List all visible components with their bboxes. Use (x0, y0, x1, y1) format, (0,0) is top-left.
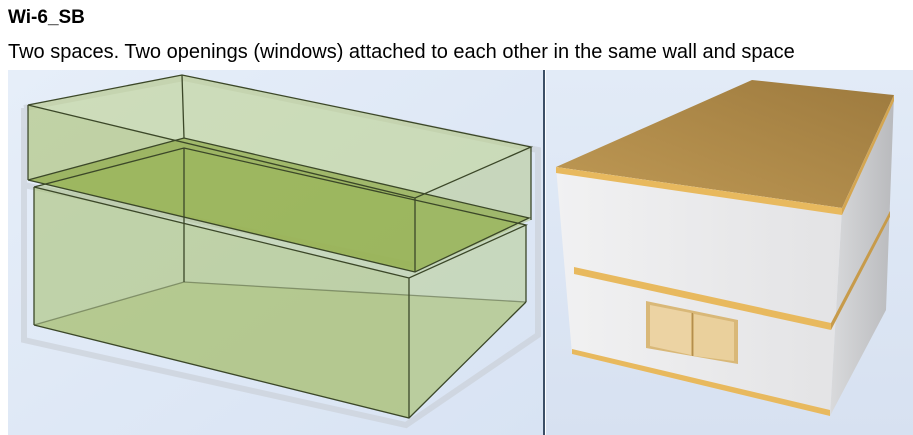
space-edges (27, 74, 534, 419)
space-volumes-drawing (8, 70, 543, 435)
lower-space-volume (34, 148, 526, 418)
slab-edges (556, 95, 894, 416)
building-model-view (546, 70, 913, 435)
page-title: Wi-6_SB (8, 7, 85, 28)
window-pair (646, 301, 738, 364)
front-wall (556, 167, 842, 416)
view-divider (543, 70, 545, 435)
space-volumes-view (8, 70, 543, 435)
window-left-icon (650, 305, 691, 355)
middle-floor-plane (28, 138, 529, 272)
building-model-drawing (546, 70, 913, 435)
roof-slab (556, 80, 894, 208)
window-right-icon (694, 314, 734, 361)
side-wall (830, 95, 894, 416)
page-description: Two spaces. Two openings (windows) attac… (8, 41, 795, 63)
